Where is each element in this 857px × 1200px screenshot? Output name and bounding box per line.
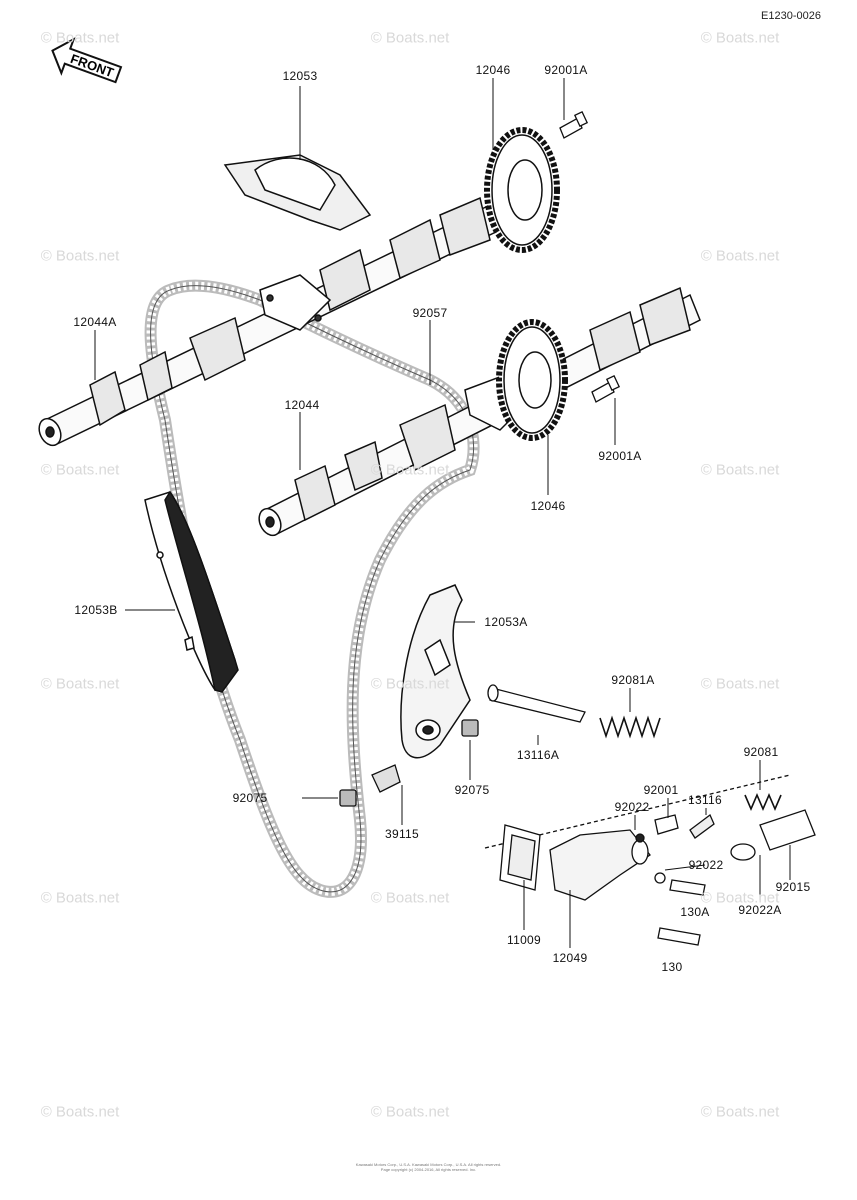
part-label-92022[interactable]: 92022 — [614, 800, 650, 814]
part-label-130A[interactable]: 130A — [680, 905, 710, 919]
part-label-92022[interactable]: 92022 — [688, 858, 724, 872]
watermark: © Boats.net — [700, 675, 780, 693]
bottom-cam-sprocket — [496, 319, 568, 441]
spring-92081A — [599, 715, 661, 739]
copyright-notice: Kawasaki Motors Corp., U.S.A. Kawasaki M… — [0, 1162, 857, 1172]
watermark: © Boats.net — [40, 461, 120, 479]
diagram-code: E1230-0026 — [761, 10, 821, 22]
part-label-12046[interactable]: 12046 — [475, 63, 511, 77]
part-label-12053B[interactable]: 12053B — [74, 603, 118, 617]
sprocket-bolt-mid — [591, 375, 621, 403]
watermark: © Boats.net — [700, 247, 780, 265]
part-label-92001[interactable]: 92001 — [643, 783, 679, 797]
damper-92075-left — [339, 789, 357, 807]
watermark: © Boats.net — [700, 1103, 780, 1121]
part-label-12044A[interactable]: 12044A — [73, 315, 117, 329]
part-label-13116A[interactable]: 13116A — [516, 748, 560, 762]
part-label-92001A[interactable]: 92001A — [544, 63, 588, 77]
part-label-92057[interactable]: 92057 — [412, 306, 448, 320]
watermark: © Boats.net — [40, 29, 120, 47]
watermark: © Boats.net — [40, 675, 120, 693]
chain-guide-12053A — [400, 584, 471, 759]
push-rod-13116A — [487, 684, 586, 723]
part-label-92081A[interactable]: 92081A — [611, 673, 655, 687]
part-label-92081[interactable]: 92081 — [743, 745, 779, 759]
top-cam-sprocket — [484, 127, 560, 253]
part-label-92015[interactable]: 92015 — [775, 880, 811, 894]
copyright-line: Page copyright (c) 2004-2016, All rights… — [380, 1167, 477, 1172]
watermark: © Boats.net — [370, 675, 450, 693]
part-label-12049[interactable]: 12049 — [552, 951, 588, 965]
part-label-92075[interactable]: 92075 — [232, 791, 268, 805]
watermark: © Boats.net — [700, 29, 780, 47]
watermark: © Boats.net — [700, 461, 780, 479]
watermark: © Boats.net — [370, 1103, 450, 1121]
part-label-130[interactable]: 130 — [661, 960, 683, 974]
watermark: © Boats.net — [370, 29, 450, 47]
part-label-11009[interactable]: 11009 — [507, 933, 541, 947]
watermark: © Boats.net — [40, 889, 120, 907]
watermark: © Boats.net — [700, 889, 780, 907]
part-label-92001A[interactable]: 92001A — [598, 449, 642, 463]
chain-guide-12053B — [144, 490, 239, 693]
part-label-12044[interactable]: 12044 — [284, 398, 320, 412]
watermark: © Boats.net — [370, 889, 450, 907]
part-label-12046[interactable]: 12046 — [530, 499, 566, 513]
part-label-92022A[interactable]: 92022A — [738, 903, 782, 917]
tensioner-assembly — [484, 774, 816, 946]
copyright-line: Kawasaki Motors Corp., U.S.A. Kawasaki M… — [355, 1162, 502, 1167]
front-label: FRONT — [69, 51, 116, 80]
sprocket-bolt-top — [559, 111, 589, 139]
guide-39115 — [371, 764, 401, 793]
leader-lines — [94, 78, 791, 948]
watermark: © Boats.net — [40, 1103, 120, 1121]
part-label-12053A[interactable]: 12053A — [484, 615, 528, 629]
cam-cover-12053 — [223, 154, 372, 231]
watermark: © Boats.net — [370, 461, 450, 479]
part-label-12053[interactable]: 12053 — [282, 69, 318, 83]
part-label-92075[interactable]: 92075 — [454, 783, 490, 797]
watermark: © Boats.net — [40, 247, 120, 265]
damper-92075-right — [461, 719, 479, 737]
part-label-39115[interactable]: 39115 — [385, 827, 419, 841]
part-label-13116[interactable]: 13116 — [688, 793, 722, 807]
exhaust-camshaft — [38, 196, 501, 447]
